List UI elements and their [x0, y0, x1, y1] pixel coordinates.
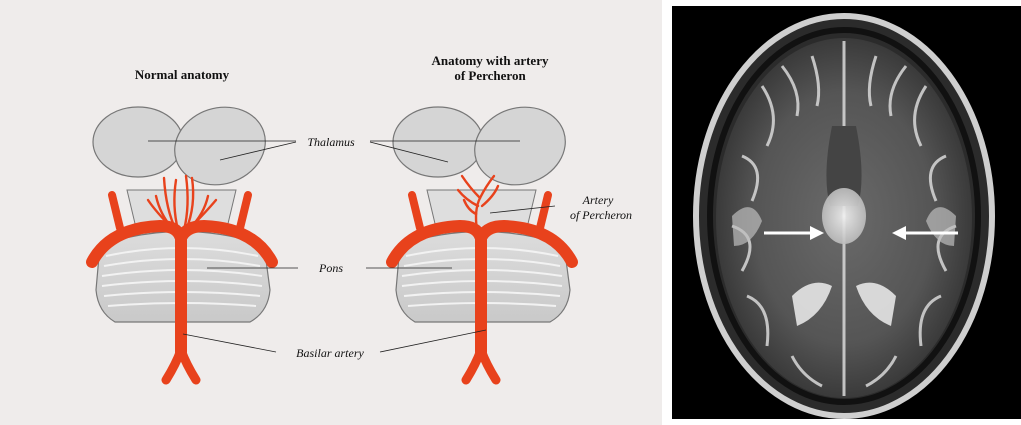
label-artery-line1: Artery	[582, 193, 614, 207]
diagram-background	[0, 0, 662, 425]
left-thalamus-lobe-left	[93, 107, 183, 177]
label-pons: Pons	[318, 261, 343, 275]
mri-image	[672, 6, 1021, 419]
right-title-line1: Anatomy with artery	[432, 53, 549, 68]
label-basilar-artery: Basilar artery	[296, 346, 364, 360]
right-thalamus-lobe-left	[393, 107, 483, 177]
mri-thalamic-lesion	[822, 188, 866, 244]
anatomy-diagram: Normal anatomy Anatomy with artery of Pe…	[0, 0, 662, 425]
label-thalamus: Thalamus	[307, 135, 355, 149]
label-artery-line2: of Percheron	[570, 208, 632, 222]
right-title-line2: of Percheron	[454, 68, 526, 83]
left-title: Normal anatomy	[135, 67, 230, 82]
